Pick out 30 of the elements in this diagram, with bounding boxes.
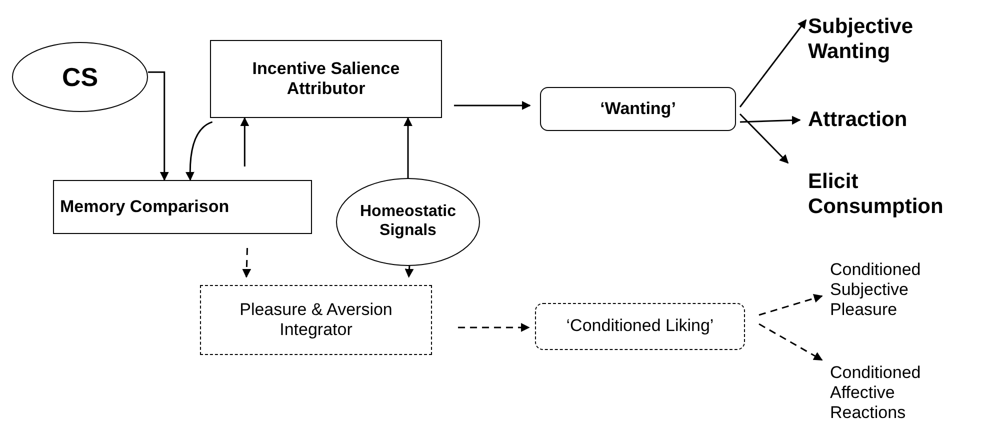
arrow [404,117,412,178]
rounded-box [540,87,736,131]
outcome-text: Elicit Consumption [808,170,944,220]
process-box [53,180,312,234]
arrow [186,121,213,181]
node-label: ‘Wanting’ [600,98,676,120]
arrow [454,100,531,110]
node-label: Incentive Salience Attributor [251,58,401,100]
arrow [240,117,250,166]
arrow [739,113,789,164]
arrow [758,294,823,316]
node-label: CS [62,62,98,92]
arrow [740,116,801,125]
outcome-text: Conditioned Affective Reactions [830,362,922,424]
arrow [458,322,530,332]
rounded-box [535,303,745,350]
node-label: ‘Conditioned Liking’ [566,316,714,337]
arrow [758,323,823,361]
arrow [242,248,252,278]
process-box [200,285,432,355]
node-label: Pleasure & Aversion Integrator [238,300,394,340]
outcome-text: Attraction [808,108,908,132]
arrow [148,71,169,181]
arrow [404,266,414,278]
node-label: Homeostatic Signals [358,203,458,241]
arrow [739,19,807,108]
outcome-text: Subjective Wanting [808,15,914,65]
process-box [210,40,442,118]
node-label: Memory Comparison [60,196,230,218]
outcome-text: Conditioned Subjective Pleasure [830,260,922,320]
